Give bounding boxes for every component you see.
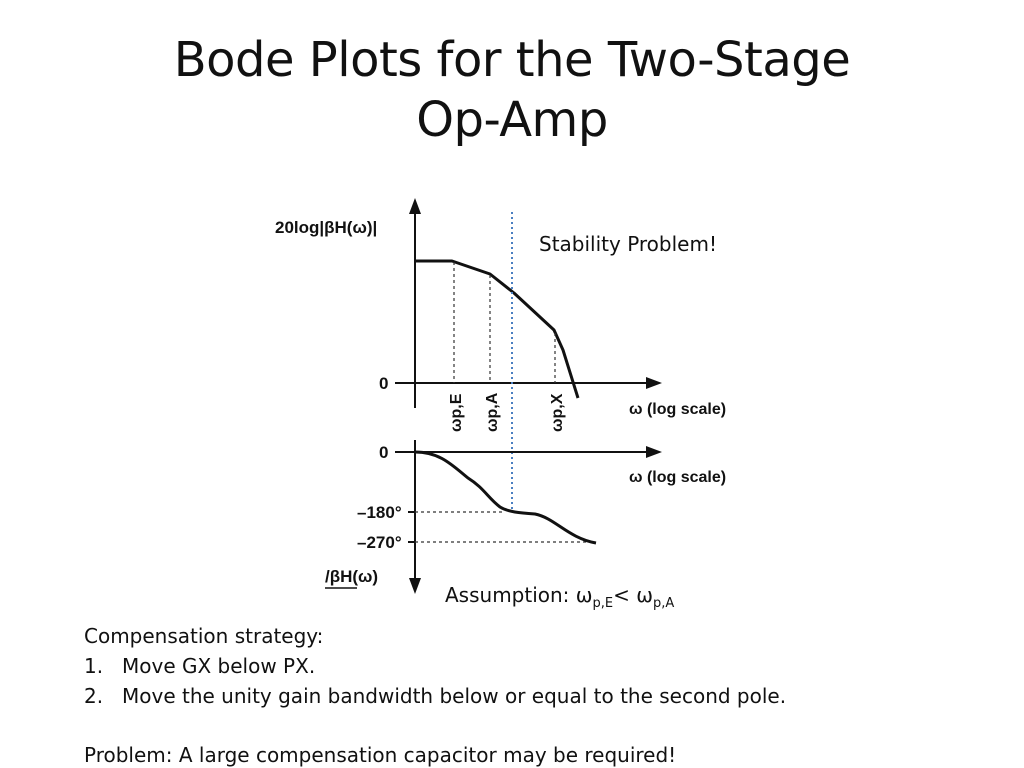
stability-note: Stability Problem! [539,232,717,256]
x-axis-label-top: ω (log scale) [629,401,726,418]
assumption-sub2: p,A [653,596,675,611]
step-1: 1. Move GX below PX. [84,654,315,678]
magnitude-axis-label: 20log|βH(ω)| [275,218,377,237]
phase-axis-label: /βH(ω) [325,567,378,586]
assumption-note: Assumption: ωp,E< ωp,A [445,583,674,616]
magnitude-curve [415,259,580,399]
step-2-number: 2. [84,684,104,708]
assumption-mid: < ω [613,583,654,607]
strategy-heading: Compensation strategy: [84,624,324,648]
step-1-number: 1. [84,654,104,678]
step-2: 2. Move the unity gain bandwidth below or… [84,684,786,708]
x-axis-label-bottom: ω (log scale) [629,469,726,486]
minus-270-label: –270° [357,533,402,552]
magnitude-y-arrow [409,198,421,214]
magnitude-x-arrow [646,377,662,389]
phase-y-arrow [409,578,421,594]
assumption-sub1: p,E [592,596,614,611]
phase-curve [414,450,597,545]
minus-180-label: –180° [357,503,402,522]
zero-label-top: 0 [379,374,388,393]
assumption-prefix: Assumption: ω [445,583,593,607]
problem-text: Problem: A large compensation capacitor … [84,743,677,767]
pole-label-a: ωp,A [484,392,501,432]
pole-label-x: ωp,X [549,393,566,432]
step-2-text: Move the unity gain bandwidth below or e… [122,684,787,708]
slide-title-line1: Bode Plots for the Two-Stage [173,32,851,88]
slide-title: Bode Plots for the Two-Stage Op-Amp [0,30,1024,150]
step-1-text: Move GX below PX. [122,654,316,678]
slide-title-line2: Op-Amp [416,92,608,148]
pole-label-e: ωp,E [448,393,465,432]
phase-x-arrow [646,446,662,458]
zero-label-bottom: 0 [379,443,388,462]
